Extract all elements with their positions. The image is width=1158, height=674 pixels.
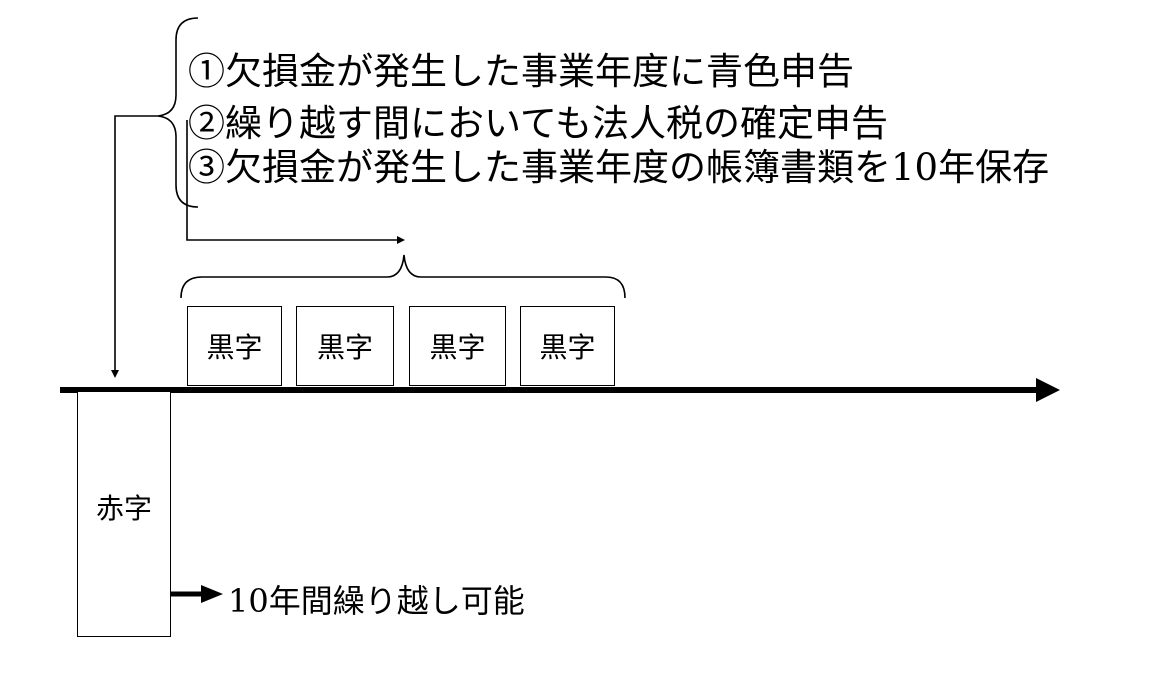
condition-1: ①欠損金が発生した事業年度に青色申告 — [188, 50, 854, 93]
profit-connector — [186, 120, 405, 244]
deficit-year-box: 赤字 — [77, 392, 171, 637]
profit-year-box: 黒字 — [187, 306, 282, 386]
deficit-connector — [111, 115, 158, 378]
profit-years-brace — [180, 254, 626, 299]
profit-year-box: 黒字 — [296, 306, 394, 386]
profit-year-box: 黒字 — [520, 306, 615, 386]
carryforward-label: 10年間繰り越し可能 — [228, 582, 525, 620]
profit-year-box: 黒字 — [409, 306, 506, 386]
time-axis-arrowhead — [1036, 378, 1060, 402]
condition-2: ②繰り越す間においても法人税の確定申告 — [188, 102, 889, 145]
carryforward-arrowhead — [201, 585, 223, 603]
condition-3: ③欠損金が発生した事業年度の帳簿書類を10年保存 — [188, 146, 1050, 189]
